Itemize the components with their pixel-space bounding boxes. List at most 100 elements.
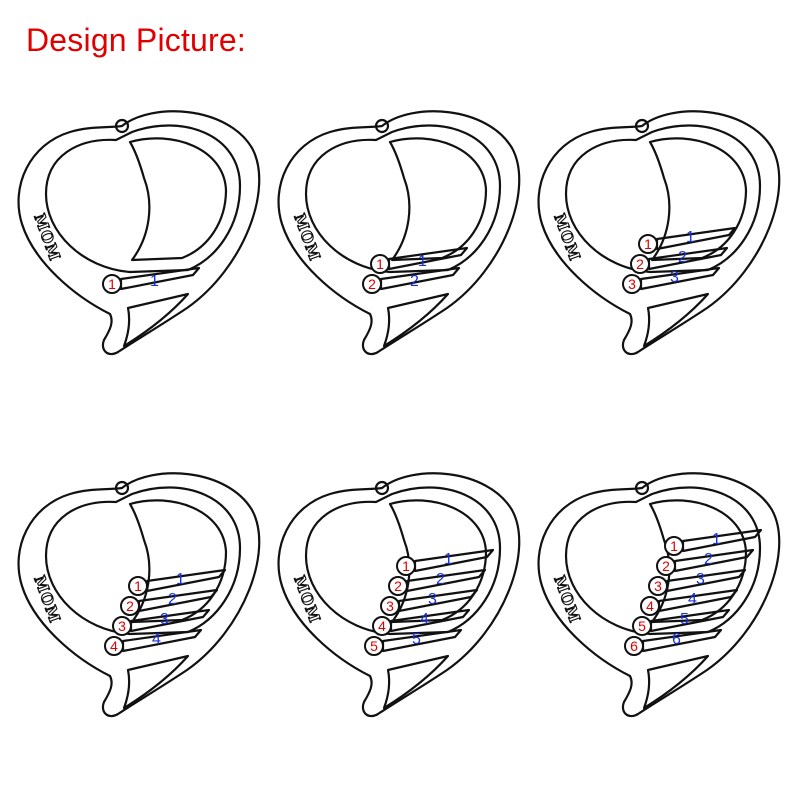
birthstone-circle <box>396 556 416 576</box>
birthstone-number: 4 <box>378 618 386 634</box>
birthstone-circle <box>120 596 140 616</box>
tail-cutout <box>122 654 190 710</box>
birthstone-circle <box>372 616 392 636</box>
name-number: 3 <box>670 269 679 286</box>
name-bar <box>413 548 495 573</box>
birthstone-circle <box>656 556 676 576</box>
name-bar <box>657 588 739 613</box>
tail-cutout <box>122 292 190 348</box>
birthstone-number: 1 <box>644 236 652 252</box>
birthstone-number: 1 <box>402 558 410 574</box>
hanging-loop-icon <box>374 118 390 134</box>
birthstone-circle <box>112 616 132 636</box>
tail-cutout <box>382 654 450 710</box>
birthstone-number: 4 <box>646 598 654 614</box>
right-cutout <box>128 499 228 624</box>
page-title: Design Picture: <box>26 22 246 58</box>
name-number: 5 <box>412 631 421 648</box>
birthstone-circle <box>128 576 148 596</box>
birthstone-number: 3 <box>628 276 636 292</box>
inner-cutout <box>44 486 242 636</box>
birthstone-number: 2 <box>394 578 402 594</box>
tail-cutout <box>642 292 710 348</box>
birthstone-number: 1 <box>108 276 116 292</box>
birthstone-number: 1 <box>376 256 384 272</box>
heart-outline <box>537 472 781 718</box>
birthstone-number: 3 <box>654 578 662 594</box>
birthstone-circle <box>364 636 384 656</box>
tail-cutout <box>642 654 710 710</box>
birthstone-circle <box>632 616 652 636</box>
heart-pendant: MOM 1 1 <box>17 110 261 356</box>
name-bar <box>681 528 763 553</box>
name-bar <box>405 568 487 593</box>
name-number: 3 <box>696 571 705 588</box>
tail-cutout <box>382 292 450 348</box>
birthstone-number: 2 <box>368 276 376 292</box>
birthstone-circle <box>380 596 400 616</box>
birthstone-circle <box>622 274 642 294</box>
birthstone-number: 6 <box>630 638 638 654</box>
name-number: 2 <box>678 249 687 266</box>
hanging-loop-icon <box>114 480 130 496</box>
heart-outline <box>17 110 261 356</box>
birthstone-circle <box>370 254 390 274</box>
birthstone-circle <box>648 576 668 596</box>
right-cutout <box>388 137 488 262</box>
birthstone-number: 1 <box>670 538 678 554</box>
birthstone-circle <box>362 274 382 294</box>
inner-cutout <box>304 486 502 636</box>
name-number: 1 <box>150 273 159 290</box>
name-number: 1 <box>418 253 427 270</box>
name-number: 2 <box>704 551 713 568</box>
engraving-text: MOM <box>550 573 584 625</box>
birthstone-number: 2 <box>126 598 134 614</box>
birthstone-number: 5 <box>370 638 378 654</box>
right-cutout <box>648 499 748 624</box>
birthstone-circle <box>664 536 684 556</box>
birthstone-number: 3 <box>386 598 394 614</box>
engraving-text: MOM <box>30 573 64 625</box>
engraving-text: MOM <box>290 573 324 625</box>
heart-outline <box>277 110 521 356</box>
name-bar <box>665 568 747 593</box>
inner-cutout <box>564 486 762 636</box>
heart-outline <box>537 110 781 356</box>
birthstone-number: 1 <box>134 578 142 594</box>
birthstone-number: 3 <box>118 618 126 634</box>
hanging-loop-icon <box>634 480 650 496</box>
name-number: 3 <box>428 591 437 608</box>
name-number: 1 <box>686 229 695 246</box>
birthstone-circle <box>104 636 124 656</box>
name-number: 2 <box>436 571 445 588</box>
name-number: 1 <box>712 531 721 548</box>
name-bar <box>397 588 479 613</box>
heart-outline <box>17 472 261 718</box>
inner-cutout <box>564 124 762 274</box>
birthstone-circle <box>630 254 650 274</box>
hanging-loop-icon <box>114 118 130 134</box>
name-number: 4 <box>152 631 161 648</box>
engraving-text: MOM <box>30 211 64 263</box>
name-number: 5 <box>680 611 689 628</box>
name-number: 2 <box>168 591 177 608</box>
right-cutout <box>648 137 748 262</box>
right-cutout <box>388 499 488 624</box>
birthstone-circle <box>102 274 122 294</box>
name-number: 4 <box>688 591 697 608</box>
birthstone-circle <box>638 234 658 254</box>
right-cutout <box>128 137 228 262</box>
heart-outline <box>277 472 521 718</box>
birthstone-number: 4 <box>110 638 118 654</box>
birthstone-circle <box>624 636 644 656</box>
name-number: 4 <box>420 611 429 628</box>
name-number: 6 <box>672 631 681 648</box>
name-bar <box>137 588 219 613</box>
hanging-loop-icon <box>634 118 650 134</box>
